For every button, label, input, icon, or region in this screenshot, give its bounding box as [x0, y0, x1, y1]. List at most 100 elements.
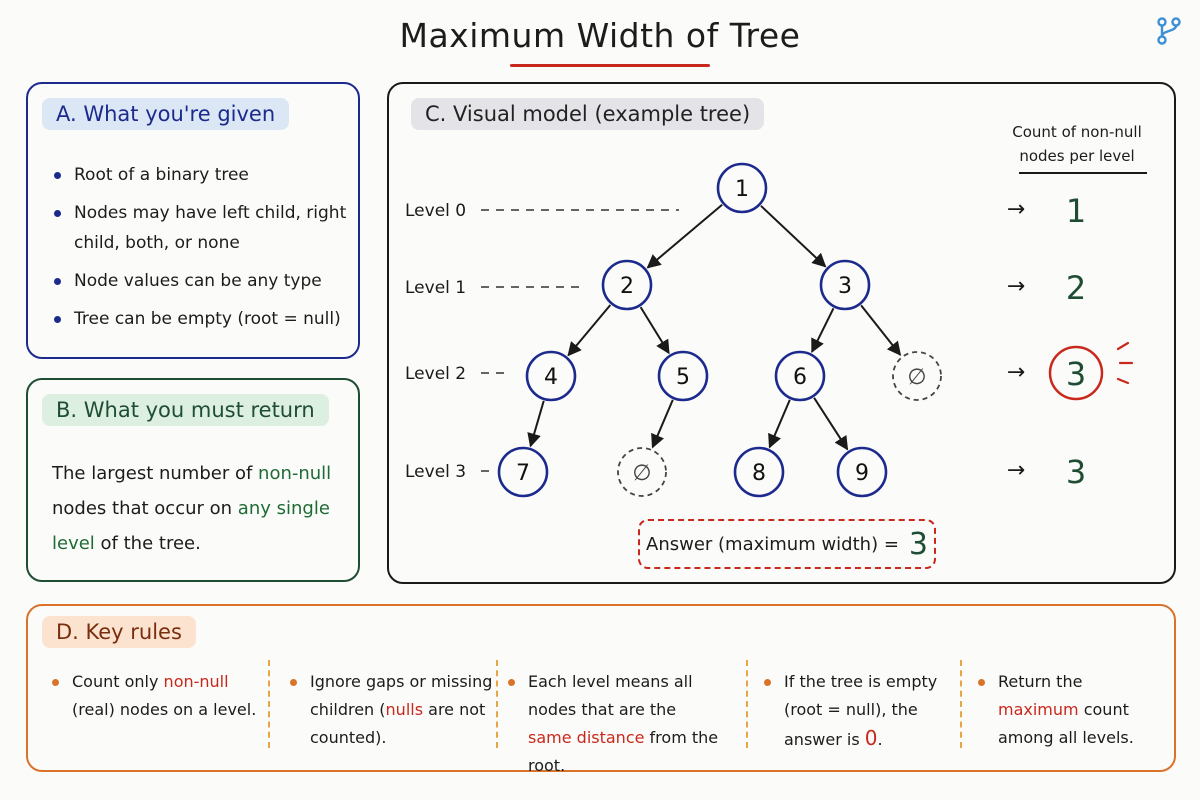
level-count: 2 [1066, 269, 1086, 307]
count-header: Count of non-null nodes per level [1012, 123, 1142, 165]
rule-divider [746, 660, 748, 748]
node-label: ∅ [907, 365, 926, 390]
rule-text: (real) nodes on a level. [72, 700, 257, 719]
return-text: The largest number of [52, 463, 253, 484]
level-count: 3 [1066, 355, 1086, 393]
rule-highlight: non-null [163, 672, 229, 691]
rule-item: Each level means all nodes that are the … [504, 668, 724, 780]
rule-item: Count only non-null (real) nodes on a le… [48, 668, 268, 724]
emphasis-tick [1116, 377, 1130, 385]
null-node: ∅ [892, 351, 942, 401]
node-circle [716, 162, 768, 214]
node-label: 2 [620, 274, 634, 299]
tree-edge [639, 306, 670, 355]
panel-key-rules: D. Key rules Count only non-null (real) … [26, 604, 1176, 775]
rule-highlight: maximum [998, 700, 1079, 719]
level-count: 3 [1066, 453, 1086, 491]
rule-item: Return the maximum count among all level… [974, 668, 1164, 752]
given-item: Node values can be any type [50, 266, 350, 296]
node-circle [733, 446, 785, 498]
panel-return: B. What you must return The largest numb… [26, 378, 360, 582]
rule-divider [960, 660, 962, 748]
rule-text: Ignore gaps or missing children ( [310, 672, 493, 719]
page-title: Maximum Width of Tree [399, 16, 801, 55]
tree-node: 1 [716, 162, 768, 214]
level-label: Level 2 [405, 364, 466, 384]
node-circle [657, 350, 709, 402]
rule-item: If the tree is empty (root = null), the … [760, 668, 960, 754]
node-label: ∅ [632, 461, 651, 486]
arrow-right-icon: → [1007, 458, 1025, 483]
rule-highlight: nulls [385, 700, 424, 719]
given-list: Root of a binary tree Nodes may have lef… [50, 160, 350, 342]
level-label: Level 1 [405, 278, 466, 298]
arrow-right-icon: → [1007, 274, 1025, 299]
rule-highlight: 0 [864, 726, 878, 750]
node-circle [497, 446, 549, 498]
return-description: The largest number of non-null nodes tha… [52, 456, 342, 561]
tree-edge [811, 307, 835, 354]
given-item: Nodes may have left child, right child, … [50, 198, 350, 258]
panel-key-rules-title: D. Key rules [42, 616, 196, 648]
rule-text: count among all levels. [998, 700, 1134, 747]
node-label: 6 [793, 365, 807, 390]
tree-node: 6 [774, 350, 826, 402]
max-count-highlight [1048, 345, 1104, 401]
given-item: Tree can be empty (root = null) [50, 304, 350, 334]
rule-divider [268, 660, 270, 748]
answer-value: 3 [908, 526, 928, 562]
count-header-underline [1019, 172, 1147, 174]
node-label: 4 [544, 365, 558, 390]
return-text: of the tree. [100, 533, 201, 554]
branch-icon [1157, 17, 1181, 45]
tree-node: 8 [733, 446, 785, 498]
rule-text: If the tree is empty (root = null), the … [784, 672, 938, 749]
rule-item: Ignore gaps or missing children (nulls a… [286, 668, 496, 752]
tree-edge [651, 399, 674, 449]
tree-edge [567, 304, 612, 357]
node-label: 8 [752, 461, 766, 486]
answer-label: Answer (maximum width) = [646, 533, 899, 555]
node-circle [601, 259, 653, 311]
node-circle [836, 446, 888, 498]
node-label: 9 [855, 461, 869, 486]
null-node: ∅ [617, 447, 667, 497]
panel-given: A. What you're given Root of a binary tr… [26, 82, 360, 359]
tree-node: 2 [601, 259, 653, 311]
node-circle [525, 350, 577, 402]
return-highlight: non-null [258, 463, 332, 484]
rule-highlight: same distance [528, 728, 645, 747]
node-label: 1 [735, 177, 749, 202]
panel-visual-model: C. Visual model (example tree) Count of … [387, 82, 1176, 584]
return-text: nodes that occur on [52, 498, 233, 519]
level-label: Level 0 [405, 201, 466, 221]
node-circle [892, 351, 942, 401]
rule-text: from the root. [528, 728, 719, 775]
node-circle [774, 350, 826, 402]
panel-visual-model-title: C. Visual model (example tree) [411, 98, 765, 130]
node-label: 3 [838, 274, 852, 299]
level-count: 1 [1066, 192, 1086, 230]
tree-edge [768, 399, 791, 449]
tree-node: 4 [525, 350, 577, 402]
panel-return-title: B. What you must return [42, 394, 329, 426]
panel-given-title: A. What you're given [42, 98, 290, 130]
tree-node: 5 [657, 350, 709, 402]
tree-node: 9 [836, 446, 888, 498]
rule-divider [496, 660, 498, 748]
rule-text: Each level means all nodes that are the [528, 672, 693, 719]
tree-edge [527, 400, 545, 448]
tree-node: 7 [497, 446, 549, 498]
given-item: Root of a binary tree [50, 160, 350, 190]
node-label: 5 [676, 365, 690, 390]
tree-edge [760, 205, 827, 268]
tree-edge [813, 397, 849, 451]
arrow-right-icon: → [1007, 197, 1025, 222]
emphasis-tick [1116, 341, 1130, 351]
tree-node: 3 [819, 259, 871, 311]
rule-text: Return the [998, 672, 1083, 691]
node-label: 7 [516, 461, 530, 486]
title-underline [510, 64, 710, 67]
node-circle [819, 259, 871, 311]
